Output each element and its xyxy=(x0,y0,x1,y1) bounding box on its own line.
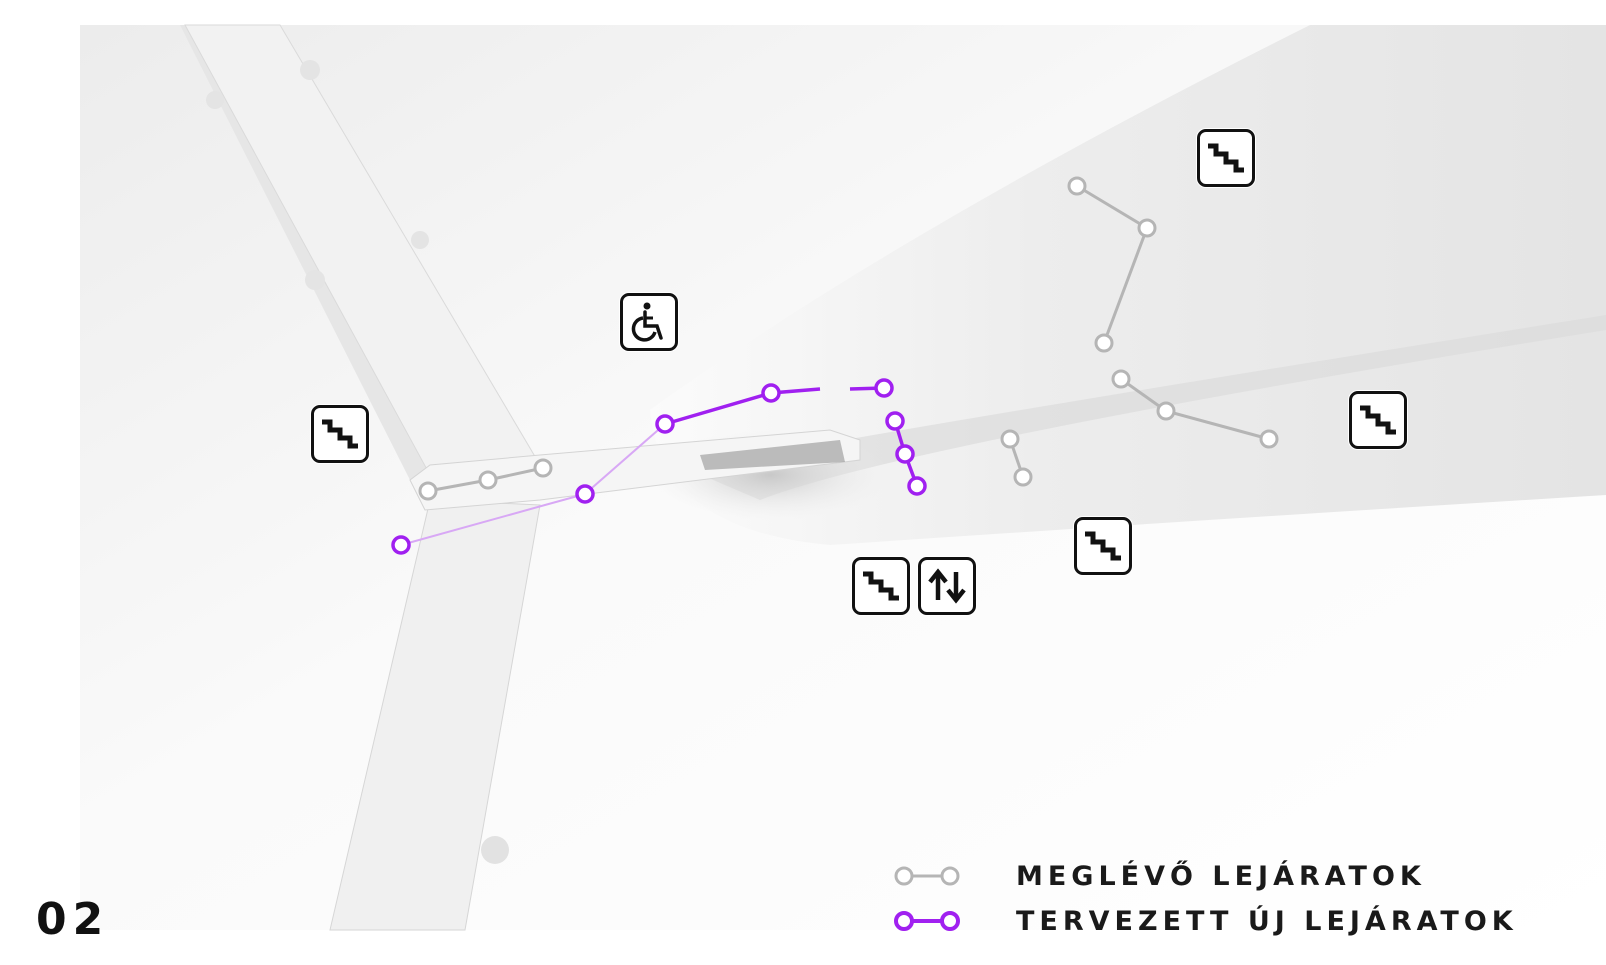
stairs-icon xyxy=(1349,391,1407,449)
bollard xyxy=(411,231,429,249)
stairs-glyph xyxy=(1208,143,1244,173)
legend-existing-label: MEGLÉVŐ LEJÁRATOK xyxy=(1016,860,1426,892)
existing-stairway-node[interactable] xyxy=(1013,467,1033,487)
stairs-glyph xyxy=(322,419,358,449)
legend-planned-label: TERVEZETT ÚJ LEJÁRATOK xyxy=(1016,905,1518,937)
stairs-icon xyxy=(311,405,369,463)
existing-stairway-node[interactable] xyxy=(1111,369,1131,389)
planned-stairway-line xyxy=(584,423,666,495)
existing-stairway-node[interactable] xyxy=(478,470,498,490)
planned-stairway-node[interactable] xyxy=(655,414,675,434)
planned-stairway-node[interactable] xyxy=(907,476,927,496)
existing-stairway-node[interactable] xyxy=(1156,401,1176,421)
wheelchair-glyph xyxy=(631,302,663,342)
escalator-up-down-icon xyxy=(918,557,976,615)
planned-stairway-node[interactable] xyxy=(874,378,894,398)
legend-planned-swatch xyxy=(894,911,960,931)
stairs-glyph xyxy=(1360,405,1396,435)
stairs-glyph xyxy=(1085,531,1121,561)
planned-stairway-group xyxy=(391,378,927,555)
plaza-edge xyxy=(690,315,1606,500)
legend-planned: TERVEZETT ÚJ LEJÁRATOK xyxy=(892,903,1518,939)
legend-existing-swatch xyxy=(894,866,960,886)
page-number: 02 xyxy=(36,894,110,945)
planned-stairway-node[interactable] xyxy=(575,484,595,504)
ramp-shadow xyxy=(700,440,845,470)
bollard xyxy=(206,91,224,109)
planned-stairway-node[interactable] xyxy=(885,411,905,431)
planned-stairway-line xyxy=(400,493,586,546)
existing-stairway-node[interactable] xyxy=(1067,176,1087,196)
bollard xyxy=(305,270,325,290)
bollard xyxy=(300,60,320,80)
existing-stairway-node[interactable] xyxy=(1000,429,1020,449)
escalator-glyph xyxy=(928,568,966,604)
existing-stairway-node[interactable] xyxy=(1259,429,1279,449)
stairs-glyph xyxy=(863,571,899,601)
existing-stairway-node[interactable] xyxy=(418,481,438,501)
wheelchair-accessible-icon xyxy=(620,293,678,351)
stairs-icon xyxy=(1197,129,1255,187)
bollard xyxy=(481,836,509,864)
stairs-icon xyxy=(1074,517,1132,575)
legend-existing: MEGLÉVŐ LEJÁRATOK xyxy=(892,858,1426,894)
existing-stairway-node[interactable] xyxy=(1137,218,1157,238)
planned-stairway-node[interactable] xyxy=(895,444,915,464)
existing-stairway-node[interactable] xyxy=(533,458,553,478)
stairs-icon xyxy=(852,557,910,615)
planned-stairway-node[interactable] xyxy=(391,535,411,555)
existing-stairway-node[interactable] xyxy=(1094,333,1114,353)
existing-stairway-group xyxy=(418,176,1279,501)
planned-stairway-node[interactable] xyxy=(761,383,781,403)
